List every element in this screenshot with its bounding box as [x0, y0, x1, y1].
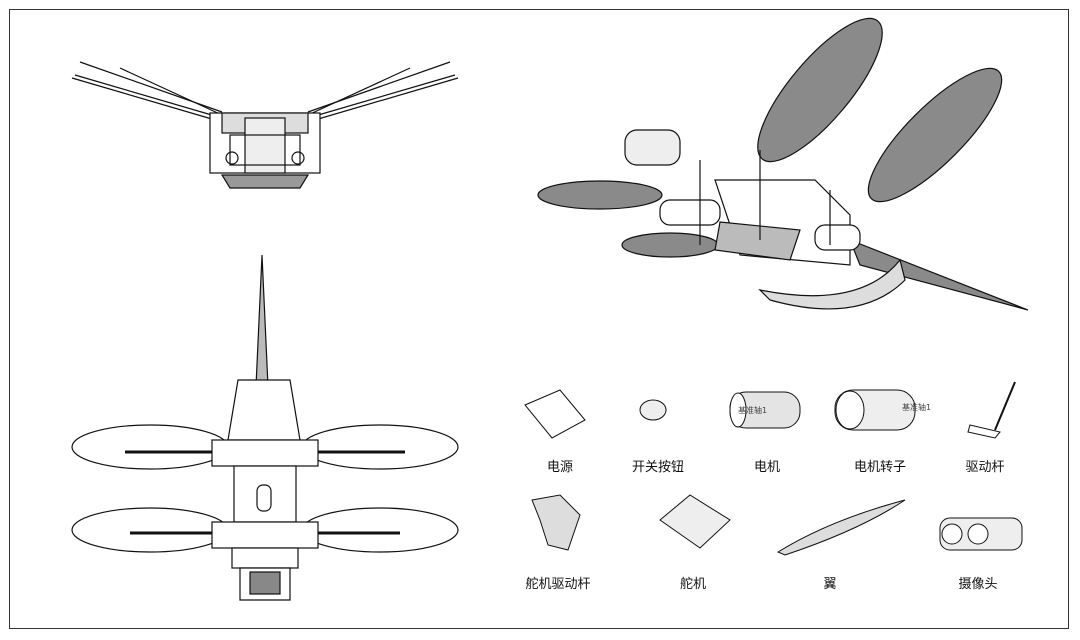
- datum-axis-label-rotor: 基准轴1: [902, 403, 932, 412]
- top-view: [71, 254, 459, 601]
- camera-icon: [939, 517, 1023, 551]
- part-label-camera: 摄像头: [958, 577, 998, 592]
- servo-icon: [659, 494, 731, 549]
- part-label-wing: 翼: [823, 577, 837, 592]
- figure-frame: [9, 9, 1069, 629]
- front-view: [71, 61, 459, 189]
- part-label-rotor: 电机转子: [853, 460, 907, 475]
- wing-icon: [776, 499, 906, 556]
- part-label-drive-rod: 驱动杆: [965, 460, 1005, 475]
- part-label-motor: 电机: [753, 460, 781, 475]
- part-label-power: 电源: [546, 460, 574, 475]
- rotor-icon: [834, 389, 916, 431]
- switch-icon: [639, 399, 667, 421]
- servo-rod-icon: [531, 494, 581, 551]
- part-label-servo-rod: 舵机驱动杆: [525, 577, 591, 592]
- isometric-view: [537, 17, 1029, 311]
- part-label-servo: 舵机: [679, 577, 707, 592]
- datum-axis-label-motor: 基准轴1: [738, 406, 768, 415]
- drive-rod-icon: [967, 381, 1016, 439]
- part-label-switch: 开关按钮: [631, 460, 685, 475]
- power-icon: [524, 389, 586, 439]
- motor-icon: [729, 391, 801, 429]
